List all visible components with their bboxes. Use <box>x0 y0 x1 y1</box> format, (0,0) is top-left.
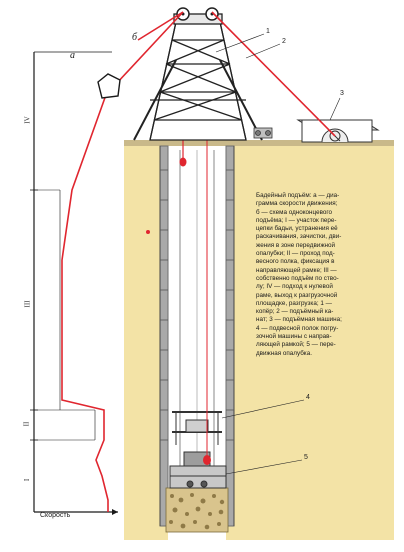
caption-line: цепки бадьи, устранения её <box>256 225 338 233</box>
caption-line: раме, выход к разгрузочной <box>256 291 338 299</box>
shaft-walls <box>159 145 235 527</box>
caption-line: лу; IV — подход к нулевой <box>256 283 333 291</box>
caption-line: весного полка, фиксация в <box>256 258 335 266</box>
hoist-rope <box>115 11 336 137</box>
caption-line: жения в зоне передвижной <box>256 241 336 249</box>
mobile-formwork <box>169 451 227 489</box>
stage-label-iv: IV <box>23 116 32 124</box>
caption-line: собственно подъём по ство- <box>256 274 339 282</box>
pulley-marker-icon <box>97 73 121 99</box>
stage-label-i: I <box>23 478 32 482</box>
winch-equipment <box>253 127 273 139</box>
sheave-wheel-icon <box>176 7 219 21</box>
caption-line: б — схема одноконцевого <box>256 208 333 216</box>
caption-line: Бадейный подъём: а — диа- <box>256 192 340 199</box>
stage-label-iii: III <box>23 300 32 308</box>
diagram-label-b: б <box>132 32 138 43</box>
caption-line: раскачивания, зачистки, дви- <box>256 233 342 241</box>
shaft-bottom-rock <box>165 487 229 533</box>
caption-line: движная опалубка. <box>256 349 312 357</box>
figure-caption: Бадейный подъём: а — диа- грамма скорост… <box>256 192 382 358</box>
guide-rails <box>179 150 215 470</box>
speed-profile-line <box>61 77 113 512</box>
callout-leaders <box>215 33 341 475</box>
caption-line: опалубки; II — проход под- <box>256 250 335 258</box>
caption-line: площадке, разгрузка; 1 — <box>256 299 332 307</box>
callout-2: 2 <box>282 38 286 45</box>
callout-5: 5 <box>304 454 308 461</box>
caption-line: 4 — подвесной полок погру- <box>256 324 339 332</box>
caption-line: подъёма; I — участок пере- <box>256 216 337 224</box>
callout-3: 3 <box>340 90 344 97</box>
caption-line: направляющей рамке; III — <box>256 266 337 274</box>
headframe-tower <box>133 13 263 141</box>
caption-line: грамма скорости движения; <box>256 200 338 208</box>
stage-label-ii: II <box>22 421 31 427</box>
hoist-house-icon <box>296 119 380 143</box>
speed-diagram <box>30 51 121 515</box>
caption-line: нат; 3 — подъёмная машина; <box>256 316 342 324</box>
caption-line: зочной машины с направ- <box>256 333 332 341</box>
caption-line: ляющей рамкой; 5 — пере- <box>256 341 336 349</box>
callout-1: 1 <box>266 28 270 35</box>
suspended-stage <box>172 411 222 445</box>
speed-axis-label: Скорость <box>40 512 71 519</box>
caption-line: копёр; 2 — подъёмный ка- <box>256 308 334 316</box>
diagram-label-a: а <box>70 50 75 61</box>
callout-4: 4 <box>306 394 310 401</box>
